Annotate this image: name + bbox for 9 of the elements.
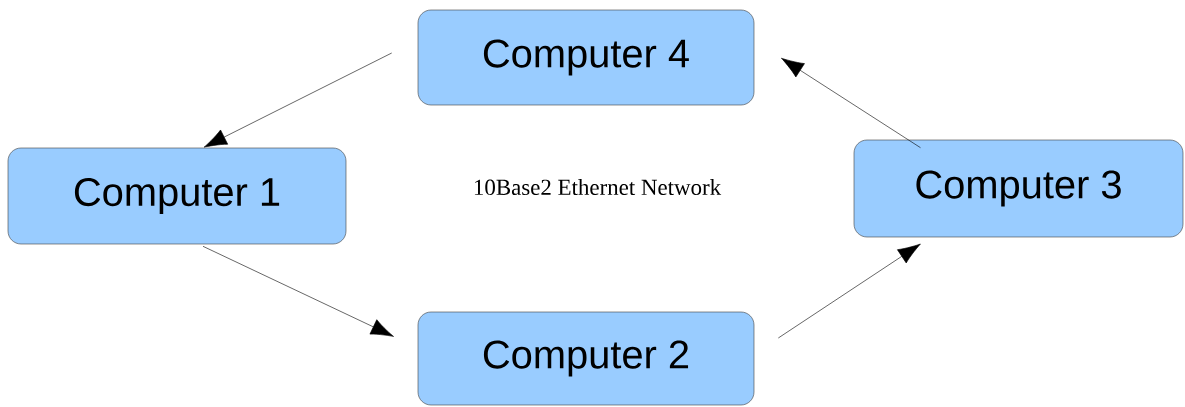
computer-box: Computer 3 <box>853 139 1184 238</box>
computer-box: Computer 2 <box>417 311 755 406</box>
computer-box: Computer 1 <box>7 147 347 245</box>
network-label: 10Base2 Ethernet Network <box>474 178 722 196</box>
arrow <box>203 52 392 148</box>
computer-box: Computer 4 <box>417 9 755 106</box>
arrow <box>778 243 921 339</box>
arrow <box>781 57 921 148</box>
arrow <box>202 246 394 337</box>
